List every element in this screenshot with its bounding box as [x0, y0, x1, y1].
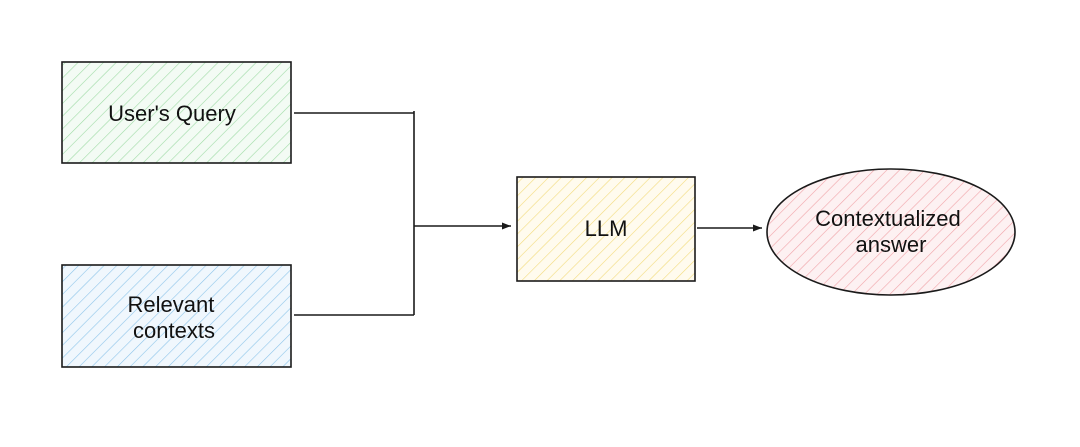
answer-node: Contextualized answer: [766, 168, 1016, 296]
contexts-label: Relevant contexts: [128, 292, 221, 343]
contexts-node: Relevant contexts: [61, 264, 292, 368]
contexts-label-line-2: contexts: [133, 318, 215, 343]
contexts-label-line-1: Relevant: [128, 292, 215, 317]
contexts-box: [61, 264, 292, 368]
query-node: User's Query: [61, 61, 292, 164]
query-box: [61, 61, 292, 164]
llm-box: [516, 176, 696, 282]
answer-ellipse: [766, 168, 1016, 296]
answer-label: Contextualized answer: [815, 206, 967, 257]
llm-label: LLM: [585, 216, 628, 241]
llm-node: LLM: [516, 176, 696, 282]
answer-label-line-2: answer: [856, 232, 927, 257]
query-label: User's Query: [108, 101, 236, 126]
answer-label-line-1: Contextualized: [815, 206, 961, 231]
